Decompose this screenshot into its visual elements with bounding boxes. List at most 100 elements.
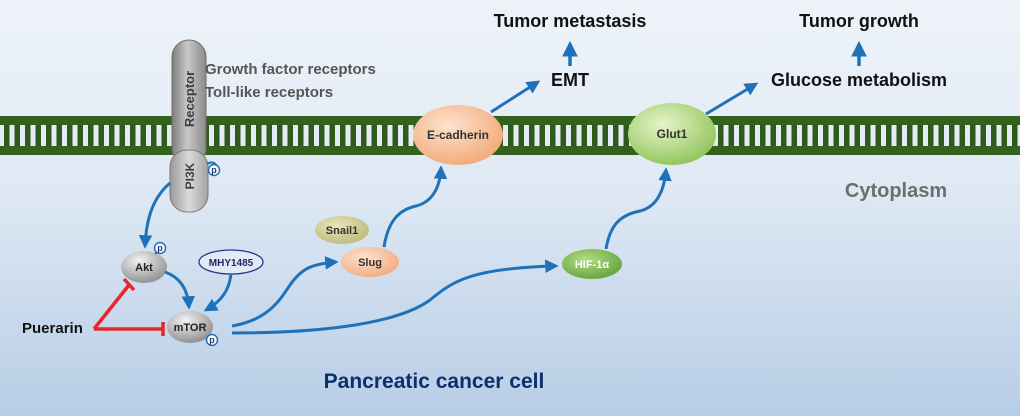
cytoplasm-label: Cytoplasm <box>845 180 947 202</box>
akt-phospho: p <box>153 241 167 255</box>
toll-like-receptors-label: Toll-like receptors <box>205 84 333 101</box>
akt-label: Akt <box>135 262 153 274</box>
lipid-tail <box>959 125 965 146</box>
lipid-tail <box>4 125 10 146</box>
akt: Akt <box>121 251 167 283</box>
mtor-phospho-label: p <box>209 335 215 345</box>
lipid-tail <box>298 125 304 146</box>
pi3k: PI3K <box>169 149 209 213</box>
arrow-glut1-to-glucose <box>705 82 759 116</box>
mtor: mTOR <box>167 311 213 343</box>
pi3k-phospho-label: p <box>211 165 217 175</box>
lipid-tail <box>529 125 535 146</box>
lipid-tail <box>235 125 241 146</box>
lipid-tail <box>854 125 860 146</box>
lipid-tail <box>508 125 514 146</box>
lipid-tail <box>161 125 167 146</box>
mhy1485: MHY1485 <box>198 249 264 275</box>
lipid-tail <box>371 125 377 146</box>
lipid-tail <box>760 125 766 146</box>
lipid-tail <box>865 125 871 146</box>
lipid-tail <box>907 125 913 146</box>
akt-phospho-label: p <box>157 243 163 253</box>
lipid-tail <box>1001 125 1007 146</box>
lipid-tail <box>791 125 797 146</box>
lipid-tail <box>119 125 125 146</box>
lipid-tail <box>403 125 409 146</box>
lipid-tail <box>35 125 41 146</box>
lipid-tail <box>550 125 556 146</box>
lipid-tail <box>581 125 587 146</box>
lipid-tail <box>970 125 976 146</box>
arrow-hif1a-to-glut1 <box>604 167 672 250</box>
inhibit-puerarin-akt-bar <box>122 277 136 292</box>
mhy1485-label: MHY1485 <box>209 258 254 269</box>
glucose-metabolism-label: Glucose metabolism <box>771 70 947 90</box>
arrow-pi3k-to-akt <box>138 181 171 249</box>
ecadherin-label: E-cadherin <box>427 128 489 142</box>
lipid-tail <box>109 125 115 146</box>
receptor: Receptor <box>171 39 207 166</box>
hif1a-label: HIF-1α <box>575 259 610 271</box>
lipid-tail <box>539 125 545 146</box>
lipid-tail <box>361 125 367 146</box>
lipid-tail <box>46 125 52 146</box>
lipid-tail <box>560 125 566 146</box>
lipid-tail <box>571 125 577 146</box>
lipid-tail <box>718 125 724 146</box>
lipid-tail <box>602 125 608 146</box>
lipid-tail <box>319 125 325 146</box>
lipid-tail <box>151 125 157 146</box>
lipid-tail <box>802 125 808 146</box>
glut1: Glut1 <box>628 103 716 165</box>
snail1-label: Snail1 <box>326 225 358 237</box>
puerarin-label: Puerarin <box>22 320 83 337</box>
lipid-tail <box>991 125 997 146</box>
lipid-tail <box>728 125 734 146</box>
lipid-tail <box>130 125 136 146</box>
mtor-phospho: p <box>205 333 219 347</box>
lipid-tails <box>4 125 1018 146</box>
tumor-growth-label: Tumor growth <box>799 11 919 31</box>
lipid-tail <box>896 125 902 146</box>
arrow-mtor-to-hif1a <box>231 259 559 335</box>
lipid-tail <box>823 125 829 146</box>
arrow-ecadherin-to-emt <box>490 80 541 114</box>
lipid-tail <box>266 125 272 146</box>
pi3k-phospho: p <box>206 161 221 177</box>
lipid-tail <box>613 125 619 146</box>
slug-label: Slug <box>358 257 382 269</box>
lipid-tail <box>350 125 356 146</box>
tumor-metastasis-label: Tumor metastasis <box>494 11 647 31</box>
lipid-tail <box>917 125 923 146</box>
lipid-tail <box>592 125 598 146</box>
growth-factor-receptors-label: Growth factor receptors <box>205 61 376 78</box>
receptor-label: Receptor <box>182 71 197 127</box>
lipid-tail <box>25 125 31 146</box>
cell-membrane <box>0 116 1020 155</box>
lipid-tail <box>56 125 62 146</box>
lipid-tail <box>256 125 262 146</box>
ecadherin: E-cadherin <box>413 105 503 165</box>
mtor-label: mTOR <box>174 322 207 334</box>
lipid-tail <box>781 125 787 146</box>
lipid-tail <box>623 125 629 146</box>
arrow-mhy1485-to-mtor <box>203 273 233 312</box>
slug: Slug <box>341 247 399 277</box>
lipid-tail <box>518 125 524 146</box>
lipid-tail <box>1012 125 1018 146</box>
lipid-tail <box>886 125 892 146</box>
lipid-tail <box>340 125 346 146</box>
snail1: Snail1 <box>315 216 369 244</box>
lipid-tail <box>77 125 83 146</box>
emt-label: EMT <box>551 70 589 90</box>
lipid-tail <box>14 125 20 146</box>
glut1-label: Glut1 <box>657 127 688 141</box>
inhibit-puerarin-akt <box>92 283 131 331</box>
lipid-tail <box>812 125 818 146</box>
cell-title: Pancreatic cancer cell <box>324 370 545 393</box>
lipid-tail <box>938 125 944 146</box>
